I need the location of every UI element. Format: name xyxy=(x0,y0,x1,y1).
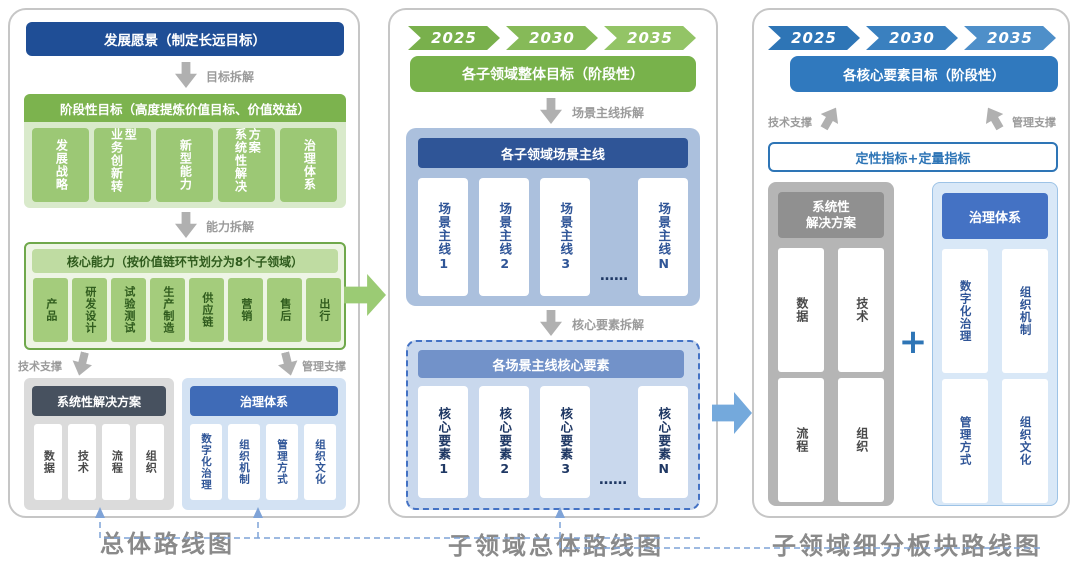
core-element-item: 核心要素1 xyxy=(418,386,468,498)
stage-goal-item: 治理体系 xyxy=(280,128,337,202)
systematic-solution-header: 系统性解决方案 xyxy=(32,386,166,416)
governance-box: 治理体系 数字化治理 组织机制 管理方式 组织文化 xyxy=(932,182,1058,506)
solution-item: 数据 xyxy=(778,248,824,372)
core-capability-block: 核心能力（按价值链环节划分为8个子领域） 产品 研发设计 试验测试 生产制造 供… xyxy=(24,242,346,350)
core-element-item: 核心要素N xyxy=(638,386,688,498)
solution-item: 流程 xyxy=(778,378,824,502)
down-arrow-icon xyxy=(175,212,197,238)
governance-item: 组织文化 xyxy=(1002,379,1048,503)
stage-goal-item: 新型能力 xyxy=(156,128,213,202)
down-arrow-icon xyxy=(275,350,300,378)
scenario-item: 场景主线2 xyxy=(479,178,529,296)
scenario-decompose-label: 场景主线拆解 xyxy=(572,106,645,120)
core-element-item: 核心要素2 xyxy=(479,386,529,498)
stage-goal-item: 业务创新转型 xyxy=(94,128,151,202)
subdomain-roadmap-caption: 子领域总体路线图 xyxy=(448,532,664,560)
scenario-item: 场景主线1 xyxy=(418,178,468,296)
right-arrow-icon xyxy=(712,392,752,434)
governance-item: 数字化治理 xyxy=(942,249,988,373)
solution-item: 流程 xyxy=(102,424,130,500)
scenario-item: 场景主线N xyxy=(638,178,688,296)
management-support-label: 管理支撑 xyxy=(302,360,346,373)
tech-support-label: 技术支撑 xyxy=(18,360,62,373)
scenario-item: 场景主线3 xyxy=(540,178,590,296)
solution-item: 技术 xyxy=(838,248,884,372)
tech-support-label: 技术支撑 xyxy=(768,116,812,129)
up-arrow-icon xyxy=(815,103,844,134)
up-arrow-icon xyxy=(979,103,1008,134)
down-arrow-icon xyxy=(540,310,562,336)
stage-goals-block: 阶段性目标（高度提炼价值目标、价值效益） 发展战略 业务创新转型 新型能力 系统… xyxy=(24,94,346,208)
governance-item: 组织机制 xyxy=(228,424,260,500)
core-capability-item: 营销 xyxy=(228,278,263,342)
down-arrow-icon xyxy=(175,62,197,88)
stage-goal-item: 系统性解决方案 xyxy=(218,128,275,202)
overall-roadmap-panel: 发展愿景（制定长远目标） 目标拆解 阶段性目标（高度提炼价值目标、价值效益） 发… xyxy=(8,8,360,518)
goal-decompose-label: 目标拆解 xyxy=(206,70,255,84)
plus-sign: + xyxy=(898,322,928,362)
down-arrow-icon xyxy=(540,98,562,124)
scenario-mainline-box: 各子领域场景主线 场景主线1 场景主线2 场景主线3 …… 场景主线N xyxy=(406,128,700,306)
year-chevron: 2030 xyxy=(506,26,598,50)
core-capability-item: 供应链 xyxy=(189,278,224,342)
governance-header: 治理体系 xyxy=(942,193,1048,239)
scenario-mainline-header: 各子领域场景主线 xyxy=(418,138,688,168)
core-capability-item: 试验测试 xyxy=(111,278,146,342)
governance-header: 治理体系 xyxy=(190,386,338,416)
year-chevron: 2025 xyxy=(408,26,500,50)
ellipsis: …… xyxy=(599,472,627,488)
solution-item: 技术 xyxy=(68,424,96,500)
stage-goals-header: 阶段性目标（高度提炼价值目标、价值效益） xyxy=(24,94,346,122)
year-chevron: 2035 xyxy=(964,26,1056,50)
year-chevron: 2025 xyxy=(768,26,860,50)
core-capability-item: 出行 xyxy=(306,278,341,342)
management-support-label: 管理支撑 xyxy=(1012,116,1056,129)
solution-item: 数据 xyxy=(34,424,62,500)
systematic-solution-header: 系统性 解决方案 xyxy=(778,192,884,238)
solution-item: 组织 xyxy=(838,378,884,502)
year-chevron: 2030 xyxy=(866,26,958,50)
governance-item: 数字化治理 xyxy=(190,424,222,500)
year-chevron: 2035 xyxy=(604,26,696,50)
core-capability-header: 核心能力（按价值链环节划分为8个子领域） xyxy=(32,249,338,273)
core-capability-item: 产品 xyxy=(33,278,68,342)
ellipsis: …… xyxy=(600,268,628,284)
governance-box: 治理体系 数字化治理 组织机制 管理方式 组织文化 xyxy=(182,378,346,510)
overall-roadmap-caption: 总体路线图 xyxy=(100,530,235,558)
vision-banner: 发展愿景（制定长远目标） xyxy=(26,22,344,56)
core-capability-item: 生产制造 xyxy=(150,278,185,342)
core-capability-item: 售后 xyxy=(267,278,302,342)
segment-roadmap-caption: 子领域细分板块路线图 xyxy=(772,532,1042,560)
subdomain-roadmap-panel: 2025 2030 2035 各子领域整体目标（阶段性） 场景主线拆解 各子领域… xyxy=(388,8,718,518)
governance-item: 组织机制 xyxy=(1002,249,1048,373)
governance-item: 管理方式 xyxy=(942,379,988,503)
governance-item: 组织文化 xyxy=(304,424,336,500)
stage-goal-item: 发展战略 xyxy=(32,128,89,202)
systematic-solution-box: 系统性解决方案 数据 技术 流程 组织 xyxy=(24,378,174,510)
element-decompose-label: 核心要素拆解 xyxy=(572,318,645,332)
core-element-header: 各场景主线核心要素 xyxy=(418,350,684,378)
segment-roadmap-panel: 2025 2030 2035 各核心要素目标（阶段性） 技术支撑 管理支撑 定性… xyxy=(752,8,1070,518)
core-element-item: 核心要素3 xyxy=(540,386,590,498)
governance-item: 管理方式 xyxy=(266,424,298,500)
systematic-solution-box: 系统性 解决方案 数据 技术 流程 组织 xyxy=(768,182,894,506)
capability-decompose-label: 能力拆解 xyxy=(206,220,255,234)
core-capability-item: 研发设计 xyxy=(72,278,107,342)
indicator-box: 定性指标+定量指标 xyxy=(768,142,1058,172)
solution-item: 组织 xyxy=(136,424,164,500)
core-element-box: 各场景主线核心要素 核心要素1 核心要素2 核心要素3 …… 核心要素N xyxy=(406,340,700,510)
down-arrow-icon xyxy=(69,350,94,378)
element-goal-banner: 各核心要素目标（阶段性） xyxy=(790,56,1058,92)
subdomain-goal-banner: 各子领域整体目标（阶段性） xyxy=(410,56,696,92)
